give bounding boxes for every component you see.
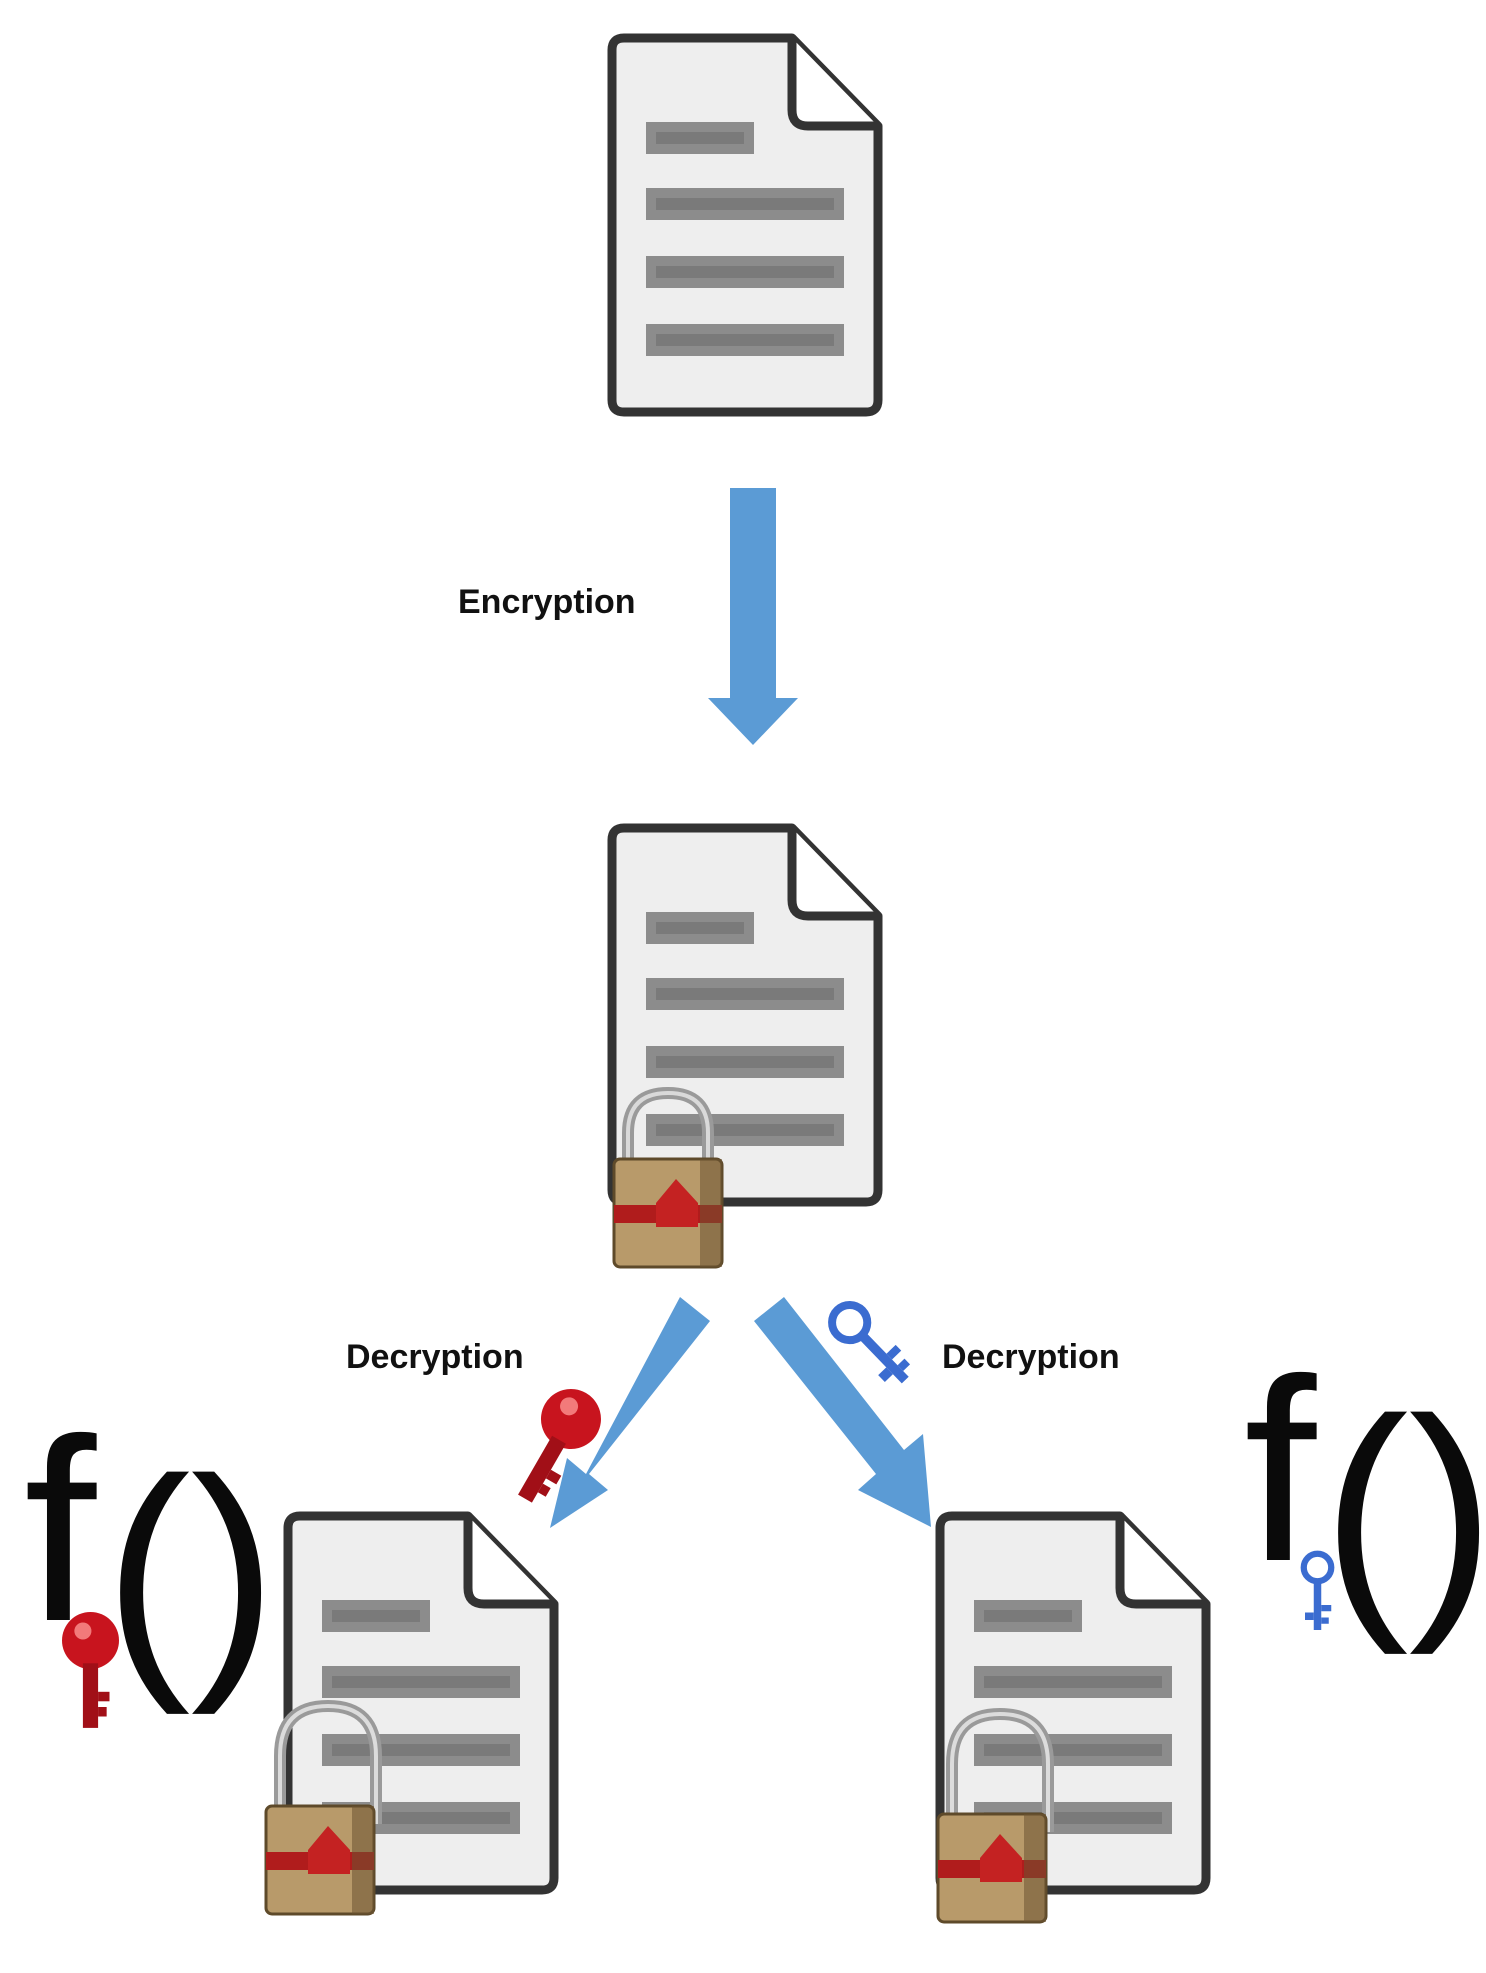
decryption-right-label: Decryption xyxy=(942,1338,1120,1376)
function-right: f () xyxy=(1244,1326,1486,1657)
function-left-parens: () xyxy=(104,1426,277,1717)
decryption-left-label: Decryption xyxy=(346,1338,524,1376)
encryption-arrow-icon xyxy=(708,488,798,745)
padlock-closed-icon xyxy=(608,1087,728,1277)
decryption-right-arrow-icon xyxy=(754,1297,931,1527)
decryption-left-arrow-icon xyxy=(550,1297,710,1528)
plain-document-icon xyxy=(612,38,878,412)
function-left: f () xyxy=(24,1386,277,1728)
function-right-parens: () xyxy=(1322,1366,1486,1657)
encryption-label: Encryption xyxy=(458,583,636,621)
